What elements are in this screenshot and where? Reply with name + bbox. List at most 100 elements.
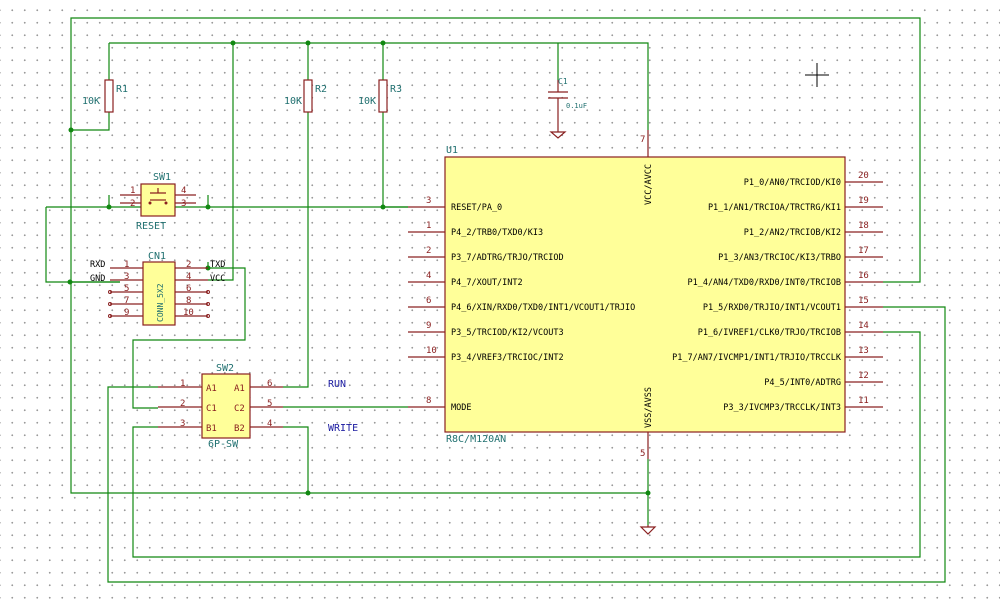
u1-right-pin-num: 16 <box>858 271 869 281</box>
u1-right-pin-num: 13 <box>858 346 869 356</box>
u1-left-pin-name: P3_4/VREF3/TRCIOC/INT2 <box>451 353 564 363</box>
u1-right-pin-num: 14 <box>858 321 869 331</box>
u1-left-pin-num: 9 <box>426 321 431 331</box>
sw1-pin-2: 2 <box>130 199 135 209</box>
net-label-run: RUN <box>328 379 346 390</box>
u1-right-pin-num: 18 <box>858 221 869 231</box>
sw1-ref: SW1 <box>153 172 171 183</box>
u1-right-pin-name: P1_2/AN2/TRCIOB/KI2 <box>744 228 841 238</box>
u1-right-pin-num: 20 <box>858 171 869 181</box>
u1-left-pin-name: P4_2/TRB0/TXD0/KI3 <box>451 228 543 238</box>
capacitor-c1[interactable]: C1 0.1uF <box>548 77 587 139</box>
u1-value: R8C/M120AN <box>446 434 506 445</box>
sw2-pin-2: 2 <box>180 399 185 409</box>
cn1-pin-3: 3 <box>124 272 129 282</box>
net-label-write: WRITE <box>328 423 358 434</box>
ic-u1[interactable]: U1 R8C/M120AN 7 5 VCC/AVCC VSS/AVSS 3RES… <box>408 130 883 459</box>
cn1-pin-5: 5 <box>124 284 129 294</box>
u1-right-pin-num: 19 <box>858 196 869 206</box>
sw2-name-c2: C2 <box>234 404 245 414</box>
u1-right-pin-num: 12 <box>858 371 869 381</box>
u1-right-pin-num: 11 <box>858 396 869 406</box>
sw2-name-a1-right: A1 <box>234 384 245 394</box>
sw1-pin-3: 3 <box>181 199 186 209</box>
u1-right-pin-num: 15 <box>858 296 869 306</box>
u1-left-pin-num: 6 <box>426 296 431 306</box>
u1-right-pin-name: P4_5/INT0/ADTRG <box>764 378 841 388</box>
u1-right-pin-name: P1_7/AN7/IVCMP1/INT1/TRJIO/TRCCLK <box>672 353 842 363</box>
u1-vcc-name: VCC/AVCC <box>644 164 654 205</box>
resistor-r1[interactable]: R1 10K <box>82 79 128 113</box>
c1-value: 0.1uF <box>566 102 587 110</box>
net-label-rxd: RXD <box>90 260 105 270</box>
c1-ref: C1 <box>558 77 568 86</box>
cn1-pin-10: 10 <box>183 308 194 318</box>
u1-left-pin-num: 4 <box>426 271 431 281</box>
switch-sw1[interactable]: 1 2 4 3 SW1 RESET <box>120 172 196 232</box>
resistor-r2[interactable]: R2 10K <box>284 79 327 113</box>
u1-left-pin-num: 2 <box>426 246 431 256</box>
u1-pin-5: 5 <box>640 449 645 459</box>
connector-cn1[interactable]: 1 3 5 7 9 2 4 6 8 10 CN1 CONN_5X2 <box>108 251 210 326</box>
sw2-pin-3: 3 <box>180 419 185 429</box>
u1-right-pin-name: P1_1/AN1/TRCIOA/TRCTRG/KI1 <box>708 203 841 213</box>
wires <box>45 17 946 583</box>
resistor-r3[interactable]: R3 10K <box>358 79 402 113</box>
u1-right-pin-name: P3_3/IVCMP3/TRCCLK/INT3 <box>723 403 841 413</box>
cn1-pin-2: 2 <box>186 260 191 270</box>
sw2-pin-1: 1 <box>180 379 185 389</box>
gnd-symbol <box>639 525 657 535</box>
r1-value: 10K <box>82 96 100 107</box>
u1-left-pin-num: 3 <box>426 196 431 206</box>
sw2-name-b1: B1 <box>206 424 217 434</box>
u1-right-pin-name: P1_5/RXD0/TRJIO/INT1/VCOUT1 <box>703 303 841 313</box>
r3-ref: R3 <box>390 84 402 95</box>
u1-pin-7: 7 <box>640 135 645 145</box>
u1-left-pin-num: 10 <box>426 346 437 356</box>
u1-left-pin-name: RESET/PA_0 <box>451 203 502 213</box>
sw2-value: 6P-SW <box>208 439 239 450</box>
u1-left-pin-name: P4_7/XOUT/INT2 <box>451 278 523 288</box>
cn1-pin-4: 4 <box>186 272 191 282</box>
u1-vss-name: VSS/AVSS <box>644 387 654 428</box>
junctions <box>67 40 651 496</box>
net-label-gnd: GND <box>90 274 105 284</box>
sw2-ref: SW2 <box>216 363 234 374</box>
sw2-name-b2: B2 <box>234 424 245 434</box>
u1-ref: U1 <box>446 145 458 156</box>
r3-value: 10K <box>358 96 376 107</box>
u1-left-pin-name: MODE <box>451 403 471 413</box>
u1-left-pin-num: 1 <box>426 221 431 231</box>
cn1-pin-6: 6 <box>186 284 191 294</box>
sw1-value: RESET <box>136 221 166 232</box>
sw2-pin-4: 4 <box>267 419 272 429</box>
u1-right-pin-name: P1_3/AN3/TRCIOC/KI3/TRBO <box>718 253 841 263</box>
u1-left-pin-num: 8 <box>426 396 431 406</box>
cn1-pin-8: 8 <box>186 296 191 306</box>
net-label-txd: TXD <box>210 260 225 270</box>
cn1-value: CONN_5X2 <box>156 283 165 322</box>
sw1-pin-4: 4 <box>181 186 186 196</box>
sw1-pin-1: 1 <box>130 186 135 196</box>
sw2-name-c1: C1 <box>206 404 217 414</box>
u1-right-pin-name: P1_0/AN0/TRCIOD/KI0 <box>744 178 841 188</box>
net-label-vcc: VCC <box>210 274 225 284</box>
u1-left-pin-name: P3_7/ADTRG/TRJO/TRCIOD <box>451 253 564 263</box>
u1-right-pin-name: P1_4/AN4/TXD0/RXD0/INT0/TRCIOB <box>687 278 841 288</box>
r2-value: 10K <box>284 96 302 107</box>
u1-left-pin-name: P3_5/TRCIOD/KI2/VCOUT3 <box>451 328 564 338</box>
u1-right-pin-name: P1_6/IVREF1/CLK0/TRJO/TRCIOB <box>698 328 841 338</box>
sw2-pin-6: 6 <box>267 379 272 389</box>
cn1-pin-9: 9 <box>124 308 129 318</box>
switch-sw2[interactable]: 1 2 3 6 5 4 A1 C1 B1 A1 C2 B2 SW2 6P-SW <box>158 363 283 450</box>
u1-left-pin-name: P4_6/XIN/RXD0/TXD0/INT1/VCOUT1/TRJIO <box>451 303 635 313</box>
u1-right-pin-num: 17 <box>858 246 869 256</box>
cn1-pin-1: 1 <box>124 260 129 270</box>
cn1-ref: CN1 <box>148 251 166 262</box>
crosshair-cursor-icon <box>805 63 829 87</box>
sw2-name-a1-left: A1 <box>206 384 217 394</box>
sw2-pin-5: 5 <box>267 399 272 409</box>
